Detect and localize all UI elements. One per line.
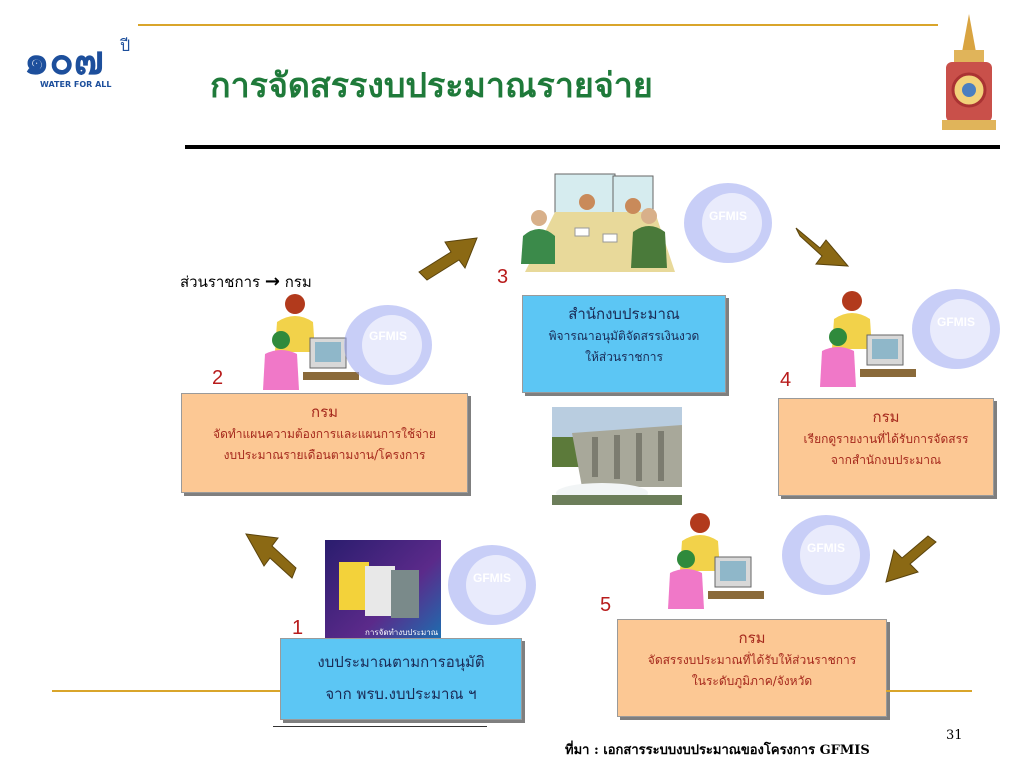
step-1-underline [273, 726, 487, 727]
step-1-title: งบประมาณตามการอนุมัติ [317, 653, 485, 671]
step-2-title: กรม [310, 403, 339, 421]
step-2-line2: งบประมาณรายเดือนตามงาน/โครงการ [223, 448, 426, 462]
step-number-5: 5 [600, 594, 612, 616]
bottom-gold-rule-right [886, 690, 972, 692]
step-3-box: สำนักงบประมาณ พิจารณาอนุมัติจัดสรรเงินงว… [522, 295, 726, 393]
step-1-line1: จาก พรบ.งบประมาณ ฯ [325, 685, 477, 703]
title-underline [185, 145, 1000, 149]
dam-photo [552, 407, 682, 505]
gfmis-badge-text: GFMIS [369, 329, 407, 343]
gfmis-badge-text: GFMIS [709, 209, 747, 223]
logo-numeral: ๑๐๗ [24, 38, 104, 84]
logo-tagline: WATER FOR ALL [40, 80, 112, 89]
office-workers-icon [820, 291, 916, 387]
step-number-4: 4 [780, 369, 792, 391]
page-title: การจัดสรรงบประมาณรายจ่าย [210, 66, 653, 106]
gfmis-logo-icon: GFMIS [684, 183, 772, 263]
step-4-line2: จากสำนักงบประมาณ [830, 453, 942, 467]
step-4-line1: เรียกดูรายงานที่ได้รับการจัดสรร [803, 432, 969, 446]
book-caption: การจัดทำงบประมาณ [365, 628, 439, 637]
step-5-line1: จัดสรรงบประมาณที่ได้รับให้ส่วนราชการ [647, 653, 857, 667]
step-1-box: งบประมาณตามการอนุมัติ จาก พรบ.งบประมาณ ฯ [280, 638, 522, 720]
page-number: 31 [946, 728, 963, 743]
top-gold-rule [138, 24, 938, 26]
meeting-room-icon [521, 173, 675, 272]
right-arrow-icon: → [264, 271, 280, 292]
step-5-line2: ในระดับภูมิภาค/จังหวัด [691, 674, 813, 688]
gfmis-logo-icon: GFMIS [782, 515, 870, 595]
gfmis-logo-icon: GFMIS [344, 305, 432, 385]
step-3-title: สำนักงบประมาณ [568, 305, 680, 323]
budget-documents-image: การจัดทำงบประมาณ [325, 540, 441, 640]
bottom-gold-rule-left [52, 690, 282, 692]
office-workers-icon [263, 294, 359, 390]
logo-suffix: ปี [120, 36, 131, 55]
anniversary-logo: ๑๐๗ ปี WATER FOR ALL [22, 28, 142, 98]
flow-arrow-icon [795, 227, 850, 267]
step-2-box: กรม จัดทำแผนความต้องการและแผนการใช้จ่าย … [181, 393, 468, 493]
flow-arrow-icon [885, 535, 937, 583]
step-3-line2: ให้ส่วนราชการ [585, 350, 663, 364]
flow-arrow-icon [245, 533, 297, 579]
gfmis-badge-text: GFMIS [473, 571, 511, 585]
source-note: ที่มา : เอกสารระบบงบประมาณของโครงการ GFM… [565, 743, 870, 758]
step-5-box: กรม จัดสรรงบประมาณที่ได้รับให้ส่วนราชการ… [617, 619, 887, 717]
step-3-line1: พิจารณาอนุมัติจัดสรรเงินงวด [548, 329, 700, 343]
gfmis-logo-icon: GFMIS [448, 545, 536, 625]
step-number-3: 3 [497, 266, 509, 288]
gfmis-badge-text: GFMIS [807, 541, 845, 555]
flow-to: กรม [284, 273, 312, 291]
royal-emblem-icon [942, 14, 996, 130]
step-4-title: กรม [872, 408, 900, 426]
book-yellow [339, 562, 369, 610]
step-5-title: กรม [738, 629, 766, 647]
office-workers-icon [668, 513, 764, 609]
book-gray [391, 570, 419, 618]
step-number-1: 1 [292, 617, 304, 639]
flow-from: ส่วนราชการ [180, 273, 261, 291]
gfmis-logo-icon: GFMIS [912, 289, 1000, 369]
book-white [365, 566, 395, 616]
step-number-2: 2 [212, 367, 224, 389]
gfmis-badge-text: GFMIS [937, 315, 975, 329]
flow-label: ส่วนราชการ → กรม [180, 270, 312, 294]
flow-arrow-icon [418, 237, 478, 281]
step-4-box: กรม เรียกดูรายงานที่ได้รับการจัดสรร จากส… [778, 398, 994, 496]
step-2-line1: จัดทำแผนความต้องการและแผนการใช้จ่าย [213, 427, 436, 441]
